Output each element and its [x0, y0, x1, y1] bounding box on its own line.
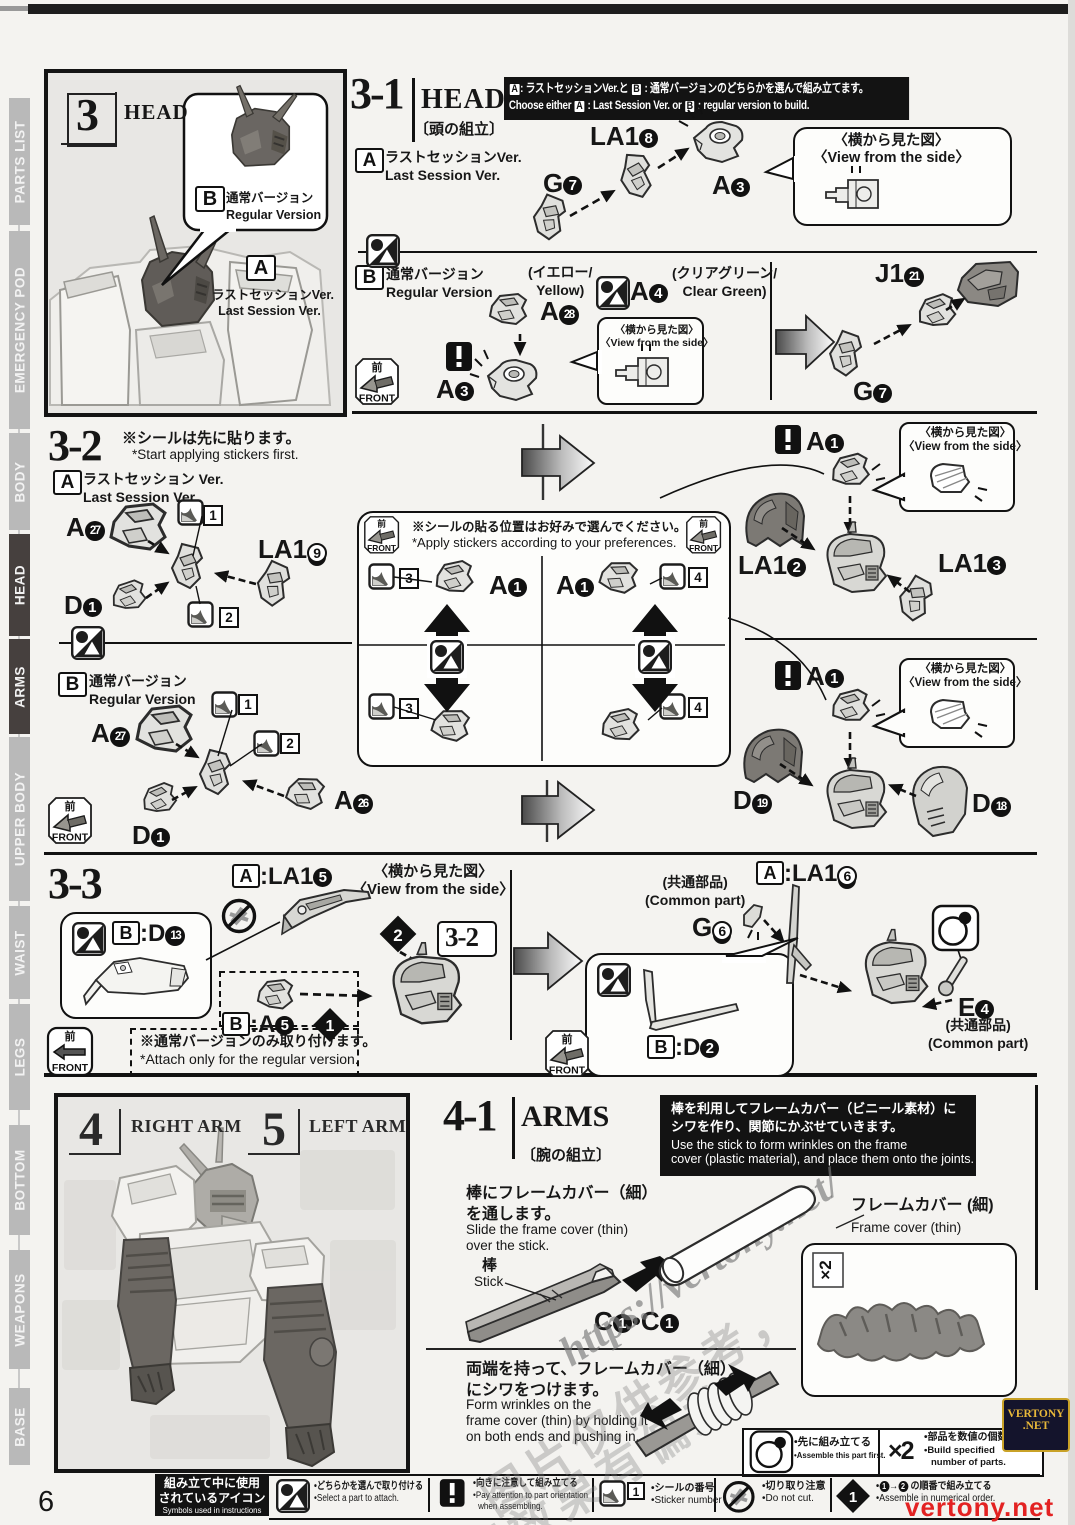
- svg-text:1: 1: [633, 1485, 640, 1499]
- svg-text:2: 2: [393, 926, 402, 945]
- svg-text:1: 1: [326, 1018, 335, 1035]
- svg-text:1: 1: [849, 1489, 857, 1506]
- svg-text:×2: ×2: [816, 1260, 835, 1279]
